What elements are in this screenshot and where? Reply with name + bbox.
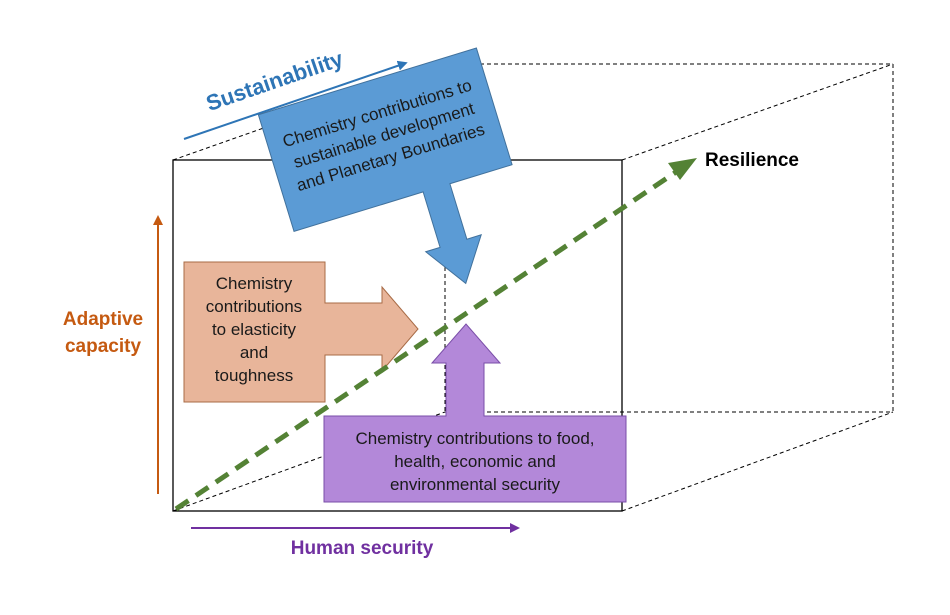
adaptive-capacity-label-line1: Adaptive: [63, 309, 143, 330]
security-box-line2: health, economic and: [394, 452, 556, 471]
elasticity-box-line5: toughness: [215, 366, 293, 385]
resilience-label: Resilience: [705, 150, 799, 171]
security-box-line3: environmental security: [390, 475, 561, 494]
elasticity-box-line4: and: [240, 343, 268, 362]
elasticity-box-line2: contributions: [206, 297, 302, 316]
adaptive-capacity-label-line2: capacity: [65, 336, 141, 357]
elasticity-box-line1: Chemistry: [216, 274, 293, 293]
human-security-label: Human security: [291, 538, 434, 559]
sustainability-axis-arrow: [183, 60, 408, 140]
security-box-line1: Chemistry contributions to food,: [355, 429, 594, 448]
sustainability-block-arrow: Chemistry contributions to sustainable d…: [257, 47, 513, 285]
cube-back-face: [444, 63, 894, 413]
security-block-arrow: Chemistry contributions to food, health,…: [323, 323, 627, 503]
resilience-arrow: [174, 158, 697, 512]
elasticity-box-line3: to elasticity: [212, 320, 297, 339]
elasticity-block-arrow: Chemistry contributions to elasticity an…: [183, 261, 419, 403]
